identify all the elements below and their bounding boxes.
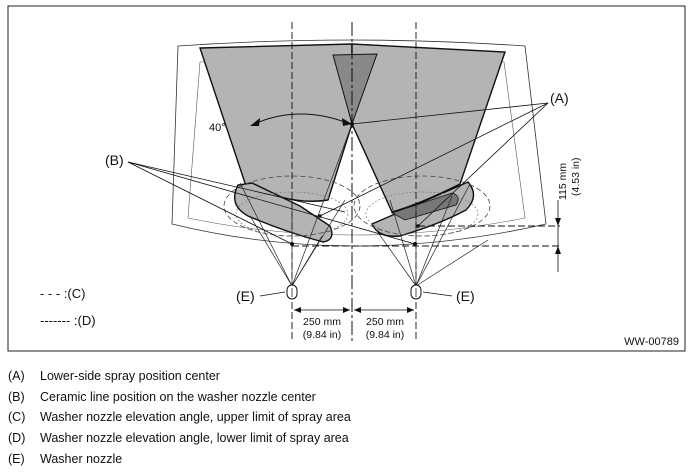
legend-key: (B) xyxy=(8,389,25,404)
label-b: (B) xyxy=(105,152,124,168)
windshield-outline xyxy=(171,39,547,247)
label-a-leaders xyxy=(319,102,549,227)
right-spray-fan xyxy=(371,183,489,287)
label-a: (A) xyxy=(550,90,569,106)
label-e-left-leader xyxy=(259,291,286,297)
angle-label: 40° xyxy=(209,122,226,134)
angle-arc xyxy=(253,113,351,125)
angle-arrowhead-right xyxy=(342,118,352,126)
legend-row: (A) Lower-side spray position center xyxy=(8,366,688,387)
height-arrow-bottom xyxy=(555,246,561,254)
angle-arrowhead-left xyxy=(250,118,260,126)
right-spray-limit-ellipse xyxy=(353,175,491,237)
legend-text: Lower-side spray position center xyxy=(40,369,220,384)
center-overlap-area xyxy=(332,53,378,126)
legend-text: Washer nozzle elevation angle, upper lim… xyxy=(40,410,351,425)
legend-key: (A) xyxy=(8,369,25,384)
label-e-right: (E) xyxy=(456,288,475,304)
label-e-right-leader xyxy=(422,291,453,297)
legend-key: (E) xyxy=(8,451,25,466)
left-spray-limit-ellipse xyxy=(223,175,361,237)
left-washer-nozzle xyxy=(286,284,298,300)
line-key-d: ------- :(D) xyxy=(40,313,96,328)
legend-row: (B) Ceramic line position on the washer … xyxy=(8,387,688,408)
height-in: (4.53 in) xyxy=(570,157,582,196)
right-washer-nozzle xyxy=(410,284,422,300)
left-lower-spray-area xyxy=(234,182,333,243)
legend-key: (C) xyxy=(8,410,26,425)
figure-code: WW-00789 xyxy=(624,336,679,348)
legend-text: Ceramic line position on the washer nozz… xyxy=(40,389,316,404)
legend-text: Washer nozzle elevation angle, lower lim… xyxy=(40,431,349,446)
legend-row: (C) Washer nozzle elevation angle, upper… xyxy=(8,407,688,428)
right-spacing-arrow-a xyxy=(354,307,361,313)
line-key-c: - - - :(C) xyxy=(40,286,85,301)
legend-row: (D) Washer nozzle elevation angle, lower… xyxy=(8,428,688,449)
left-spacing-arrow-a xyxy=(294,307,301,313)
legend-row: (E) Washer nozzle xyxy=(8,448,688,469)
left-spacing-mm: 250 mm xyxy=(303,316,341,328)
height-mm: 115 mm xyxy=(557,163,569,200)
height-arrow-top xyxy=(555,218,561,226)
right-spacing-mm: 250 mm xyxy=(366,316,404,328)
right-spacing-arrow-b xyxy=(407,307,414,313)
left-spacing-arrow-b xyxy=(343,307,350,313)
label-e-left: (E) xyxy=(236,288,255,304)
left-spacing-in: (9.84 in) xyxy=(303,329,342,341)
right-lower-limit-ellipse xyxy=(365,191,479,237)
legend-key: (D) xyxy=(8,431,26,446)
junction-dots xyxy=(290,122,420,246)
right-spacing-in: (9.84 in) xyxy=(366,329,405,341)
legend-text: Washer nozzle xyxy=(40,451,123,466)
label-b-leaders xyxy=(127,161,416,245)
legend: (A) Lower-side spray position center (B)… xyxy=(8,366,688,469)
